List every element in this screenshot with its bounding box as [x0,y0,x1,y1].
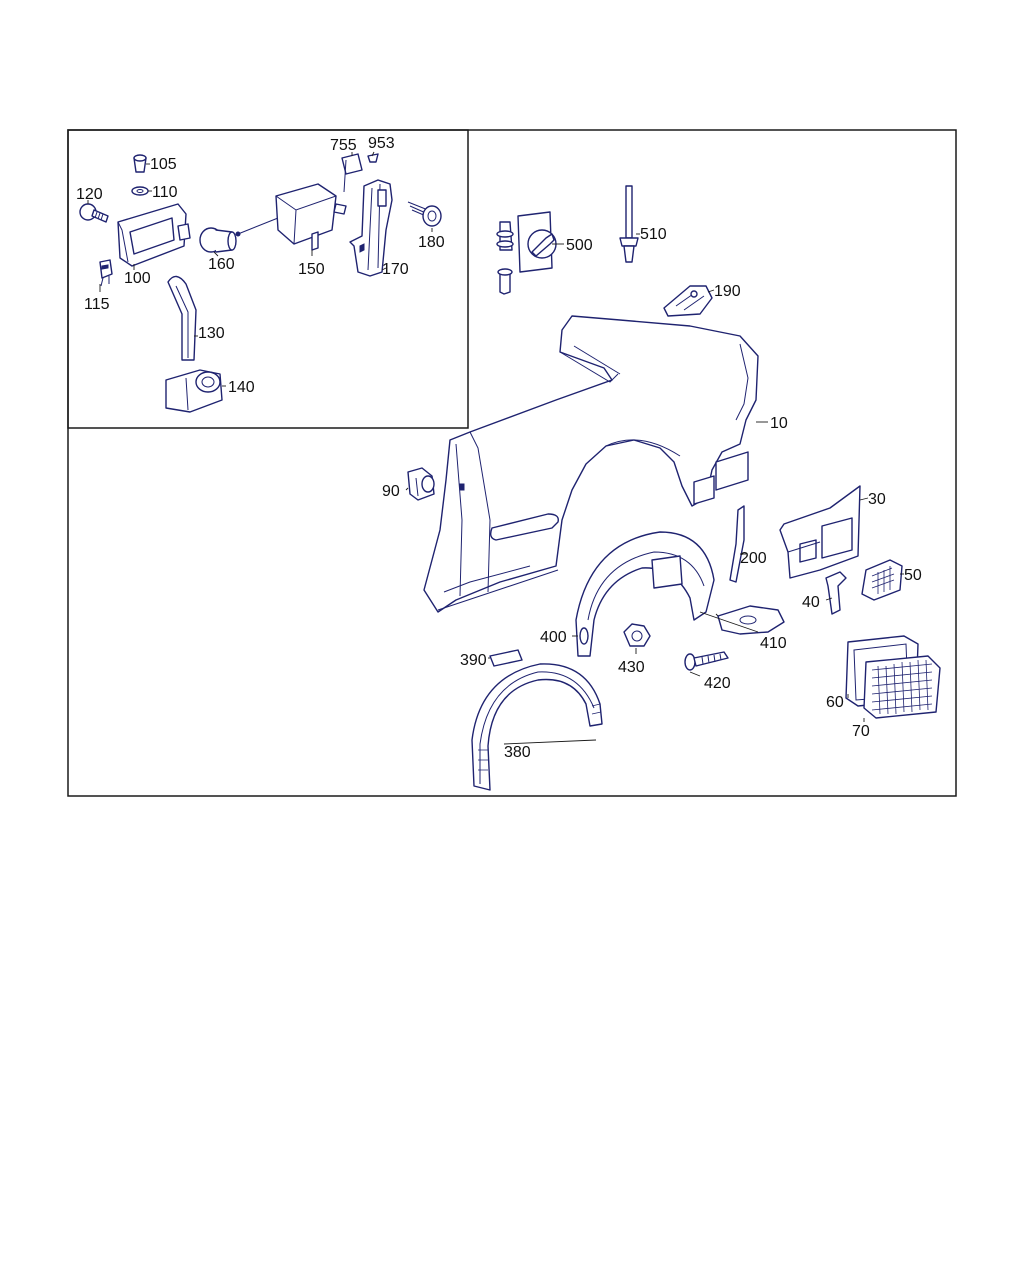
callout-90: 90 [382,483,400,500]
callout-105: 105 [150,156,177,173]
callout-110: 110 [152,184,178,201]
callout-200: 200 [740,550,767,567]
callout-115: 115 [84,296,110,313]
callout-labels: 105 110 120 100 115 160 150 755 953 170 … [76,135,922,761]
leader-lines [87,151,904,745]
part-150-actuator [235,183,347,251]
part-90-clip [407,467,435,501]
part-430-nut [623,623,651,647]
callout-170: 170 [382,261,409,278]
callout-400: 400 [540,629,567,646]
part-40-bracket [825,571,847,615]
part-510-long-bolt [619,185,639,263]
inset-frame [67,129,469,429]
callout-755: 755 [330,137,357,154]
part-170-hinge [349,179,393,277]
part-115-clip [99,259,113,287]
outer-frame [67,129,957,797]
part-100-filler-housing [117,203,191,267]
callout-60: 60 [826,694,844,711]
part-410-bracket [717,605,785,635]
part-10-quarter-panel [423,315,759,613]
part-160-grommet [199,227,237,253]
callout-70: 70 [852,723,870,740]
callout-130: 130 [198,325,225,342]
part-380-arch-trim [471,663,603,791]
part-105-plug [133,154,147,173]
part-400-wheel-liner [575,531,715,657]
callout-10: 10 [770,415,788,432]
part-953-clip [367,153,379,163]
callout-100: 100 [124,270,151,287]
part-390-pad [489,649,523,667]
callout-380: 380 [504,744,531,761]
callout-420: 420 [704,675,731,692]
callout-500: 500 [566,237,593,254]
part-190-hinge [663,285,713,317]
part-70-grille [863,655,941,719]
callout-120: 120 [76,186,103,203]
callout-430: 430 [618,659,645,676]
callout-40: 40 [802,594,820,611]
part-200-seal [729,505,745,583]
callout-953: 953 [368,135,395,152]
part-50-vent [861,559,903,601]
callout-150: 150 [298,261,325,278]
callout-190: 190 [714,283,741,300]
callout-180: 180 [418,234,445,251]
part-755-bracket [341,153,363,193]
part-140-bracket [165,369,223,413]
part-130-hose [167,275,197,361]
callout-140: 140 [228,379,255,396]
part-180-screw [407,201,442,227]
part-420-screw [684,651,729,671]
callout-50: 50 [904,567,922,584]
callout-510: 510 [640,226,667,243]
callout-160: 160 [208,256,235,273]
part-500-rivet-set [496,211,557,295]
part-120-bolt [79,203,109,223]
part-30-inner-panel [779,485,861,579]
callout-410: 410 [760,635,787,652]
part-110-washer [131,186,149,196]
callout-30: 30 [868,491,886,508]
callout-390: 390 [460,652,487,669]
